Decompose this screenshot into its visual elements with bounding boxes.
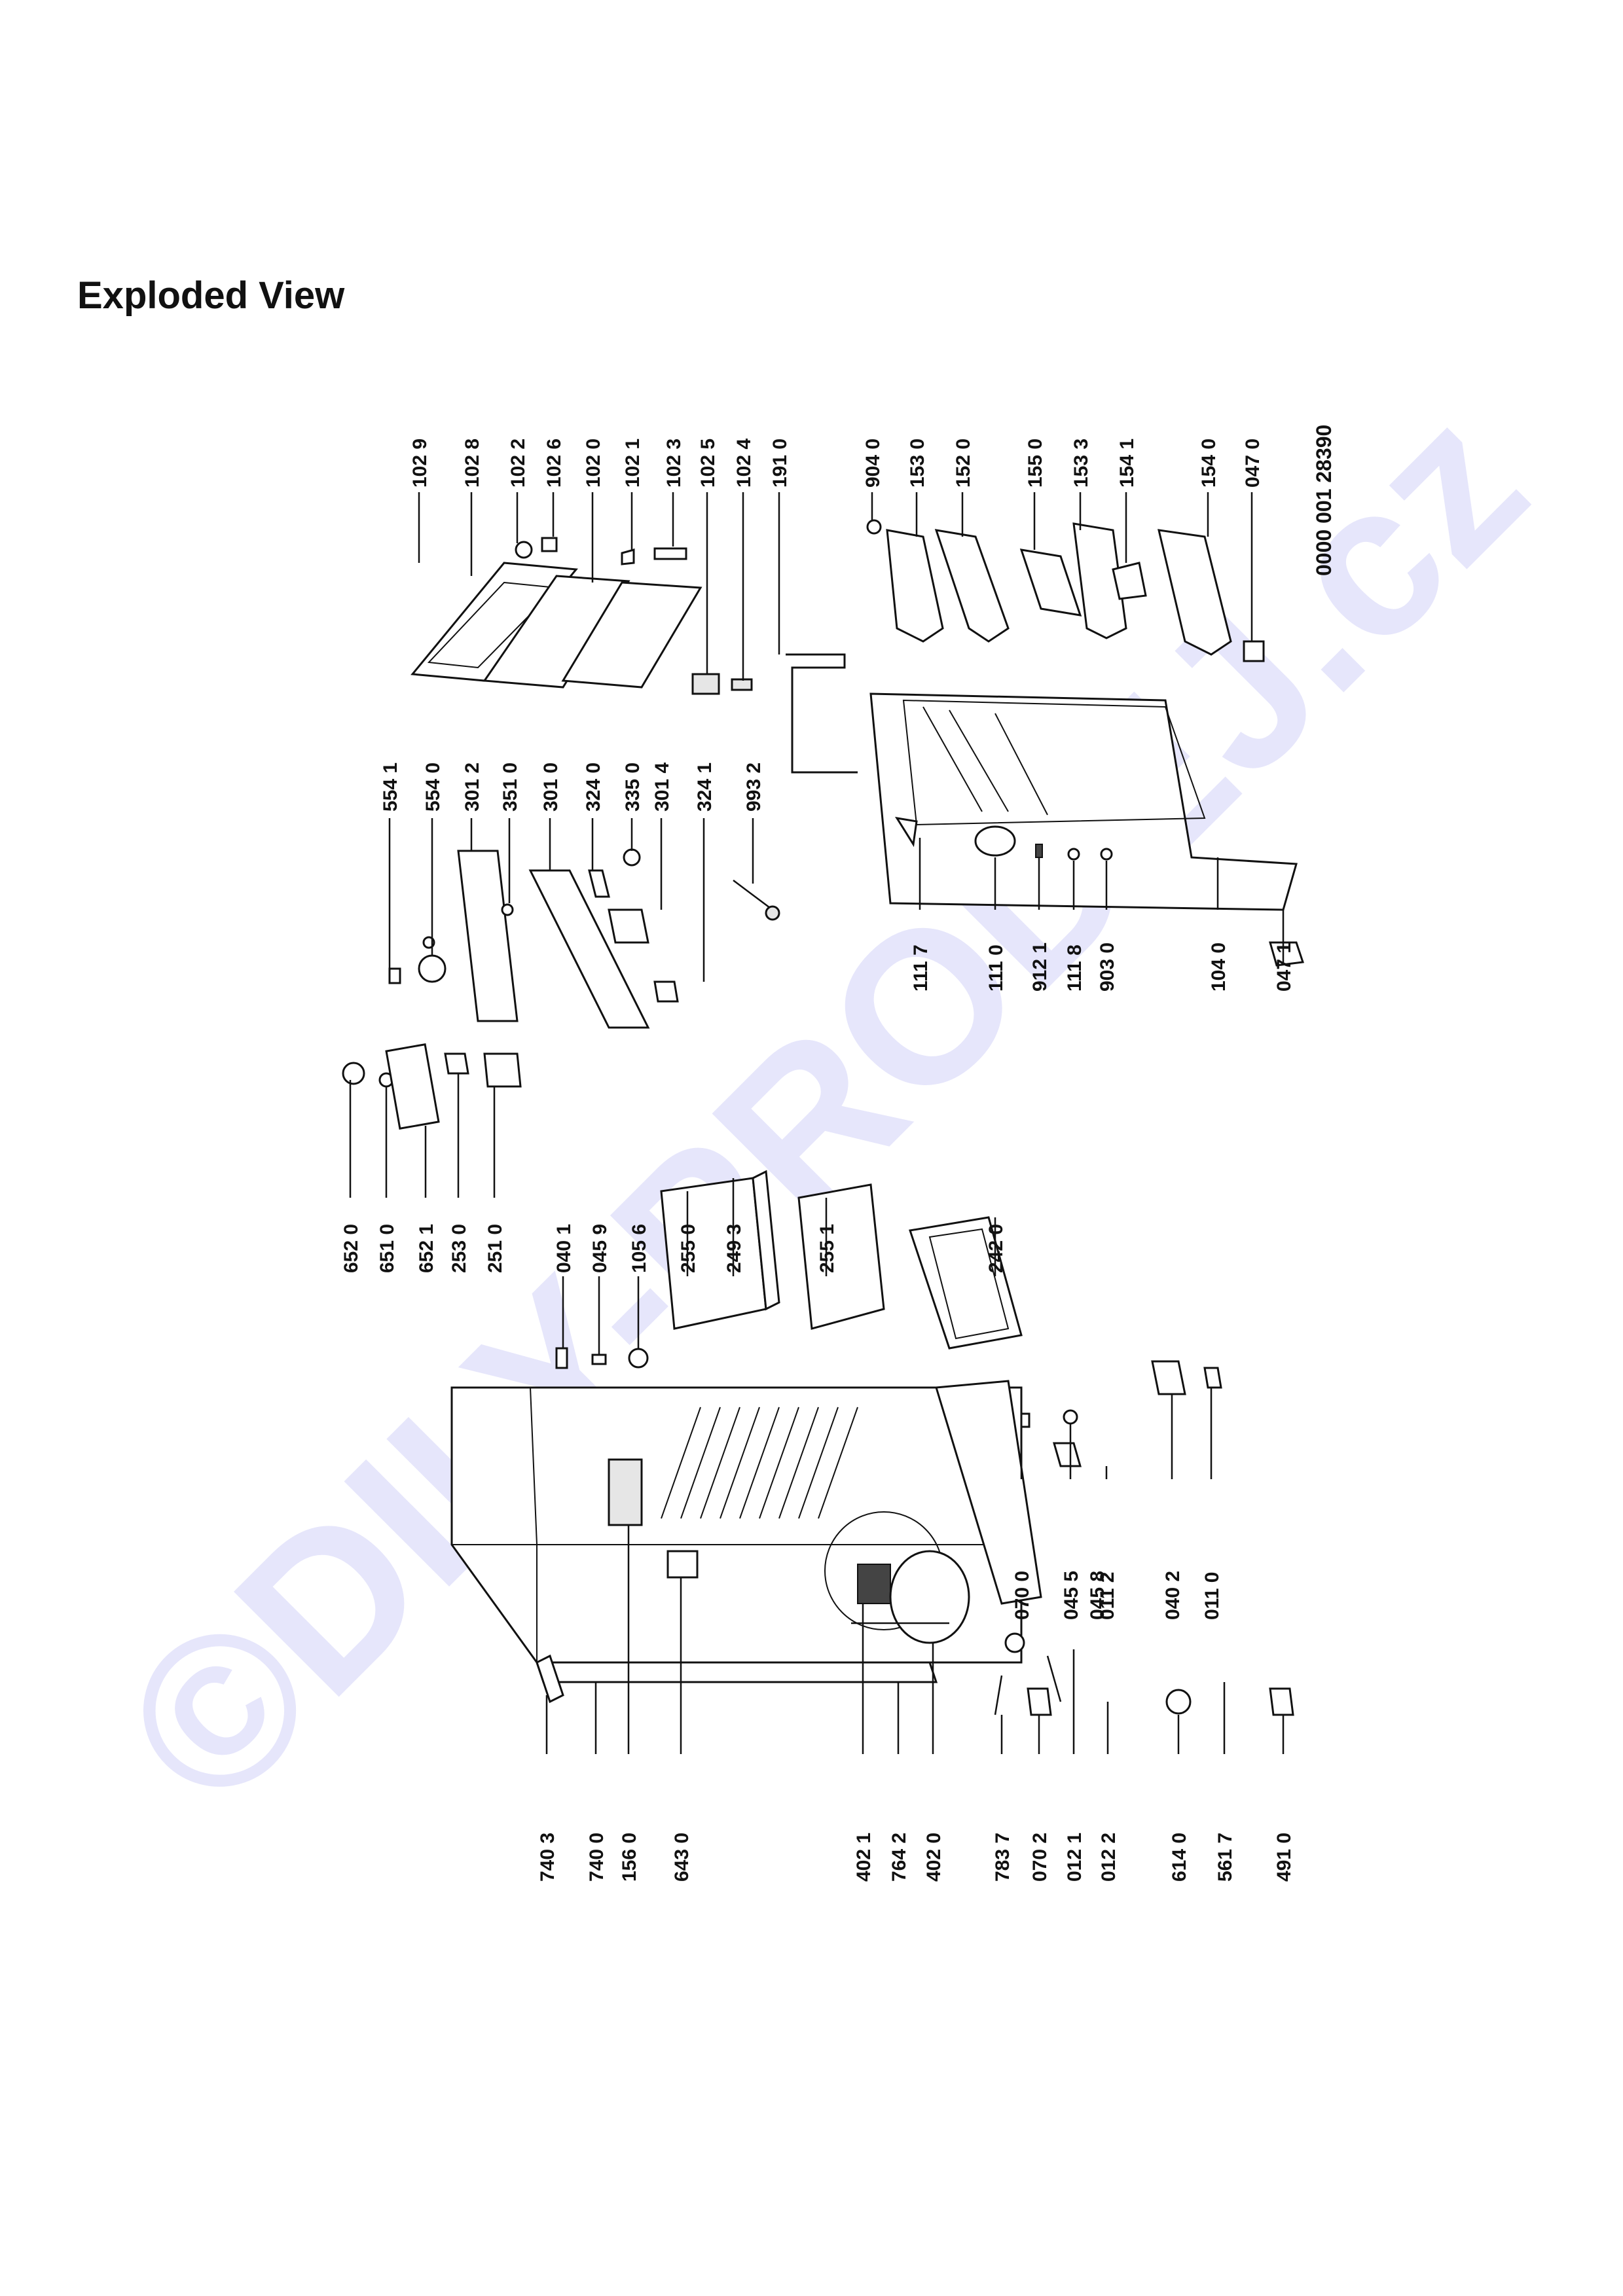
label-3010: 301 0 [540, 762, 562, 812]
label-6521: 652 1 [416, 1224, 437, 1273]
label-1021: 102 1 [622, 439, 644, 488]
label-9040: 904 0 [862, 439, 884, 488]
label-1056: 105 6 [629, 1224, 650, 1273]
label-0122: 012 2 [1098, 1833, 1120, 1882]
freezer-compartment-parts [410, 537, 753, 695]
label-1520: 152 0 [953, 439, 974, 488]
label-2420: 242 0 [985, 1224, 1007, 1273]
label-0458: 045 8 [1087, 1571, 1108, 1620]
label-4021: 402 1 [853, 1833, 875, 1882]
label-1022: 102 2 [507, 439, 529, 488]
label-0470: 047 0 [1242, 439, 1264, 488]
label-4910: 491 0 [1273, 1833, 1295, 1882]
label-0121: 012 1 [1064, 1833, 1085, 1882]
label-3241: 324 1 [694, 762, 716, 812]
door-assembly [869, 692, 1305, 967]
label-3012: 301 2 [462, 762, 483, 812]
label-7642: 764 2 [888, 1833, 910, 1882]
label-5617: 561 7 [1214, 1833, 1236, 1882]
label-5540: 554 0 [422, 762, 444, 812]
hinge-parts [555, 1347, 1222, 1467]
label-1541: 154 1 [1116, 439, 1138, 488]
label-7400: 740 0 [586, 1833, 608, 1882]
label-1118: 111 8 [1064, 944, 1085, 992]
leader-lines [349, 492, 1285, 1754]
label-1540: 154 0 [1198, 439, 1220, 488]
control-housing-parts [388, 848, 780, 1029]
label-1530: 153 0 [907, 439, 928, 488]
door-parts [786, 519, 1265, 774]
label-1110: 111 0 [985, 944, 1007, 992]
label-3510: 351 0 [500, 762, 521, 812]
label-5541: 554 1 [380, 762, 401, 812]
label-9121: 912 1 [1029, 942, 1051, 992]
label-1028: 102 8 [462, 439, 483, 488]
label-0702: 070 2 [1029, 1833, 1051, 1882]
label-0110: 011 0 [1201, 1572, 1223, 1620]
compressor-assembly [824, 1511, 970, 1644]
label-0401: 040 1 [553, 1224, 575, 1273]
label-6140: 614 0 [1169, 1833, 1190, 1882]
label-1023: 102 3 [663, 439, 685, 488]
cabinet-body [450, 1380, 1042, 1704]
document-number: 0000 001 28390 [1312, 425, 1336, 576]
label-3350: 335 0 [622, 762, 644, 812]
label-2530: 253 0 [448, 1224, 470, 1273]
label-1025: 102 5 [697, 439, 719, 488]
label-9932: 993 2 [743, 762, 765, 812]
label-9030: 903 0 [1097, 942, 1118, 992]
label-1040: 104 0 [1208, 942, 1230, 992]
label-0459: 045 9 [589, 1224, 611, 1273]
label-1533: 153 3 [1070, 439, 1092, 488]
label-0112: 011 2 [1097, 1572, 1118, 1620]
label-2510: 251 0 [484, 1224, 506, 1273]
label-0471: 047 1 [1273, 942, 1295, 992]
label-1024: 102 4 [733, 439, 755, 488]
label-1029: 102 9 [409, 439, 431, 488]
label-3014: 301 4 [651, 762, 673, 812]
label-2493: 249 3 [723, 1224, 745, 1273]
bottom-small-parts [994, 1632, 1294, 1728]
page-title: Exploded View [77, 274, 345, 317]
label-1020: 102 0 [583, 439, 604, 488]
part-labels: 102 9 102 8 102 2 102 6 102 0 102 1 102 … [340, 425, 1336, 1882]
label-0455: 045 5 [1061, 1571, 1082, 1620]
label-1117: 111 7 [910, 944, 932, 992]
label-6430: 643 0 [671, 1833, 693, 1882]
label-7837: 783 7 [992, 1833, 1013, 1882]
label-1910: 191 0 [769, 439, 791, 488]
label-6520: 652 0 [340, 1224, 362, 1273]
label-6510: 651 0 [376, 1224, 398, 1273]
thermostat-light-parts [342, 1043, 522, 1130]
label-1550: 155 0 [1025, 439, 1046, 488]
label-2550: 255 0 [678, 1224, 699, 1273]
label-1026: 102 6 [543, 439, 565, 488]
label-0700: 070 0 [1012, 1571, 1033, 1620]
label-0402: 040 2 [1162, 1571, 1184, 1620]
label-7403: 740 3 [537, 1833, 558, 1882]
label-2551: 255 1 [816, 1224, 838, 1273]
label-3240: 324 0 [583, 762, 604, 812]
label-1560: 156 0 [619, 1833, 640, 1882]
label-4020: 402 0 [923, 1833, 945, 1882]
